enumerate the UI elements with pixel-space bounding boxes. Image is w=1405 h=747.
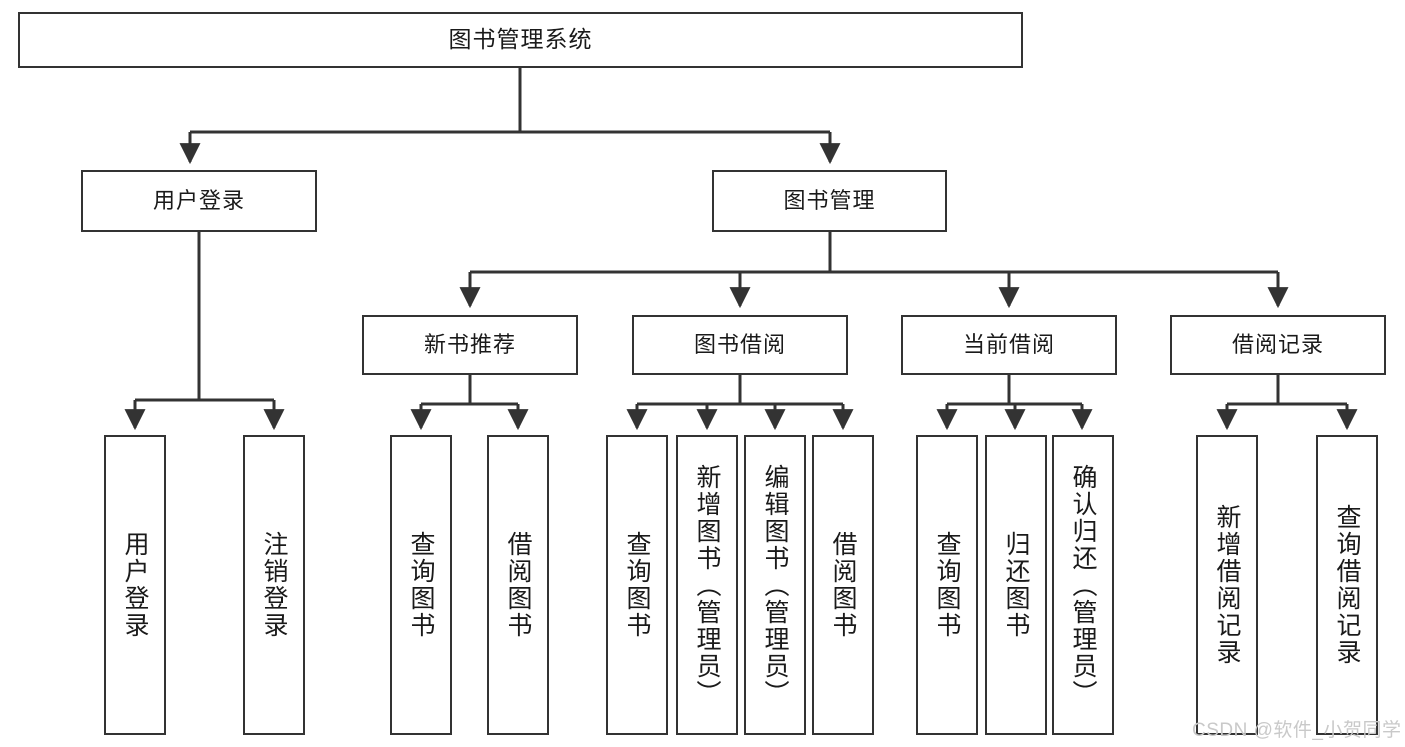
node-leaf-add-record[interactable]: 新增借阅记录 <box>1196 435 1258 735</box>
node-borrow-record[interactable]: 借阅记录 <box>1170 315 1386 375</box>
node-label: 用户登录 <box>121 531 149 639</box>
csdn-watermark: CSDN @软件_小贺同学 <box>1192 720 1402 741</box>
node-label: 编辑图书（管理员） <box>761 463 789 707</box>
node-leaf-add-book[interactable]: 新增图书（管理员） <box>676 435 738 735</box>
node-label: 图书管理 <box>783 187 876 213</box>
node-label: 新增图书（管理员） <box>693 463 721 707</box>
node-leaf-query-book-1[interactable]: 查询图书 <box>390 435 452 735</box>
node-label: 新增借阅记录 <box>1213 504 1241 666</box>
node-label: 归还图书 <box>1002 531 1030 639</box>
node-leaf-borrow-book-1[interactable]: 借阅图书 <box>487 435 549 735</box>
node-label: 查询图书 <box>407 531 435 639</box>
node-new-book-recommend[interactable]: 新书推荐 <box>362 315 578 375</box>
node-leaf-edit-book[interactable]: 编辑图书（管理员） <box>744 435 806 735</box>
node-root-system[interactable]: 图书管理系统 <box>18 12 1023 68</box>
node-leaf-confirm-return[interactable]: 确认归还（管理员） <box>1052 435 1114 735</box>
node-label: 查询图书 <box>623 531 651 639</box>
node-leaf-logout-login[interactable]: 注销登录 <box>243 435 305 735</box>
node-current-borrow[interactable]: 当前借阅 <box>901 315 1117 375</box>
node-label: 查询借阅记录 <box>1333 504 1361 666</box>
node-leaf-query-book-2[interactable]: 查询图书 <box>606 435 668 735</box>
node-label: 图书借阅 <box>693 331 786 357</box>
node-leaf-return-book[interactable]: 归还图书 <box>985 435 1047 735</box>
node-label: 注销登录 <box>260 531 288 639</box>
node-leaf-user-login[interactable]: 用户登录 <box>104 435 166 735</box>
node-leaf-query-record[interactable]: 查询借阅记录 <box>1316 435 1378 735</box>
node-book-borrow[interactable]: 图书借阅 <box>632 315 848 375</box>
node-leaf-borrow-book-2[interactable]: 借阅图书 <box>812 435 874 735</box>
node-label: 借阅记录 <box>1231 331 1324 357</box>
node-label: 借阅图书 <box>829 531 857 639</box>
node-book-manage[interactable]: 图书管理 <box>712 170 947 232</box>
node-label: 当前借阅 <box>962 331 1055 357</box>
node-label: 查询图书 <box>933 531 961 639</box>
node-user-login[interactable]: 用户登录 <box>81 170 317 232</box>
node-label: 确认归还（管理员） <box>1069 463 1097 707</box>
node-leaf-query-book-3[interactable]: 查询图书 <box>916 435 978 735</box>
node-label: 图书管理系统 <box>448 26 593 53</box>
node-label: 用户登录 <box>152 187 245 213</box>
node-label: 新书推荐 <box>423 331 516 357</box>
node-label: 借阅图书 <box>504 531 532 639</box>
